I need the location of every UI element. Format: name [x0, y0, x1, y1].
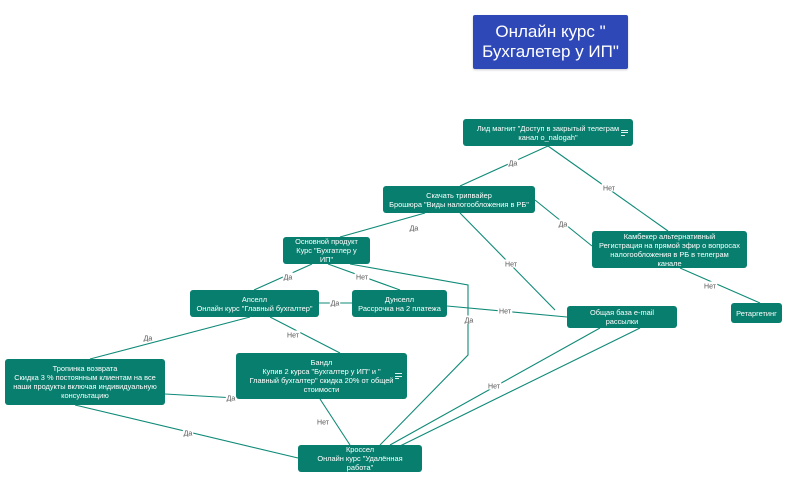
node-upsell[interactable]: Апселл Онлайн курс "Главный бухгалтер" — [190, 290, 319, 317]
edge-main-upsell-label-bg — [282, 272, 294, 281]
edge-upsell-return-label: Да — [144, 336, 153, 343]
edge-main-downsell-label-bg — [354, 272, 370, 281]
edge-upsell-bundle-label-bg — [285, 330, 301, 339]
edge-main-cross-label-bg — [463, 315, 475, 324]
edge-upsell-return-label-bg — [142, 333, 154, 342]
node-cross-sell[interactable]: Кроссел Онлайн курс "Удалённая работа" — [298, 445, 422, 472]
edge-downsell-email-label: Нет — [499, 309, 512, 316]
node-cashback[interactable]: Камбекер альтернативный Регистрация на п… — [592, 231, 747, 268]
edge-tripwire-cashback-label-bg — [557, 219, 569, 228]
node-email-base-text: Общая база e-mail рассылки — [590, 308, 654, 326]
edge-return-bundle-label-bg — [225, 393, 237, 402]
edge-lead-tripwire-label-bg — [507, 158, 519, 167]
node-downsell[interactable]: Дунселл Рассрочка на 2 платежа — [352, 290, 447, 317]
node-main-product-text: Основной продукт Курс "Бухгатлер у ИП" — [295, 237, 358, 264]
node-lead-magnet[interactable]: Лид магнит "Доступ в закрытый телеграм к… — [463, 119, 633, 146]
edge-tripwire-email-label-bg — [503, 259, 519, 268]
edge-main-cross-label: Да — [465, 318, 474, 325]
edge-cross-return-label: Да — [184, 431, 193, 438]
node-email-base[interactable]: Общая база e-mail рассылки — [567, 306, 677, 328]
edge-cashback-retarget[interactable] — [679, 267, 761, 304]
edge-lead-tripwire-label: Да — [509, 161, 518, 168]
edge-bundle-cross[interactable] — [319, 398, 351, 446]
notes-icon — [395, 373, 402, 379]
edge-lead-tripwire[interactable] — [459, 145, 549, 187]
edge-upsell-downsell-label: Да — [331, 301, 340, 308]
edge-lead-cashback-label-bg — [601, 183, 617, 192]
edge-return-bundle[interactable] — [164, 393, 237, 399]
node-bundle-text: Бандл Купив 2 курса "Бухгалтер у ИП" и "… — [249, 358, 394, 394]
notes-icon — [621, 129, 628, 136]
node-cross-sell-text: Кроссел Онлайн курс "Удалённая работа" — [317, 445, 403, 472]
node-return-path-text: Тропинка возврата Скидка 3 % постоянным … — [13, 364, 157, 400]
edge-cross-email-label: Нет — [488, 384, 501, 391]
node-retargeting[interactable]: Ретаргетинг — [731, 303, 782, 323]
node-lead-magnet-text: Лид магнит "Доступ в закрытый телеграм к… — [476, 123, 620, 142]
edge-bundle-cross-label-bg — [315, 417, 331, 426]
edge-tripwire-email-label: Нет — [505, 262, 518, 269]
node-tripwire[interactable]: Скачать трипвайер Брошюра "Виды налогооб… — [383, 186, 535, 213]
node-cashback-text: Камбекер альтернативный Регистрация на п… — [599, 231, 740, 268]
edge-upsell-bundle[interactable] — [269, 316, 341, 354]
edge-lead-cashback-label: Нет — [603, 186, 616, 193]
node-return-path[interactable]: Тропинка возврата Скидка 3 % постоянным … — [5, 359, 165, 405]
diagram-title[interactable]: Онлайн курс " Бухгалетер у ИП" — [473, 15, 628, 69]
node-main-product[interactable]: Основной продукт Курс "Бухгатлер у ИП" — [283, 237, 370, 264]
edge-cross-email-label-bg — [486, 381, 502, 390]
edge-cashback-retarget-label-bg — [702, 281, 718, 290]
node-tripwire-text: Скачать трипвайер Брошюра "Виды налогооб… — [389, 190, 529, 209]
node-bundle[interactable]: Бандл Купив 2 курса "Бухгалтер у ИП" и "… — [236, 353, 407, 399]
edge-cashback-retarget-label: Нет — [704, 284, 717, 291]
edge-bundle-cross-label: Нет — [317, 420, 330, 427]
edge-main-downsell-label: Нет — [356, 275, 369, 282]
edge-tripwire-main[interactable] — [339, 212, 426, 238]
edge-return-bundle-label: Да — [227, 396, 236, 403]
edge-upsell-return[interactable] — [89, 316, 251, 360]
edge-upsell-downsell-label-bg — [329, 298, 341, 307]
edge-tripwire-main-label: Да — [410, 226, 419, 233]
edge-downsell-email-label-bg — [497, 306, 513, 315]
node-retargeting-text: Ретаргетинг — [736, 308, 777, 318]
edge-upsell-bundle-label: Нет — [287, 333, 300, 340]
edge-main-upsell-label: Да — [284, 275, 293, 282]
edge-cross-email-2[interactable] — [399, 327, 641, 447]
edge-cross-return-label-bg — [182, 428, 194, 437]
node-downsell-text: Дунселл Рассрочка на 2 платежа — [358, 294, 441, 313]
edge-tripwire-cashback-label: Да — [559, 222, 568, 229]
node-upsell-text: Апселл Онлайн курс "Главный бухгалтер" — [196, 294, 313, 313]
edge-tripwire-main-label-bg — [408, 223, 420, 232]
